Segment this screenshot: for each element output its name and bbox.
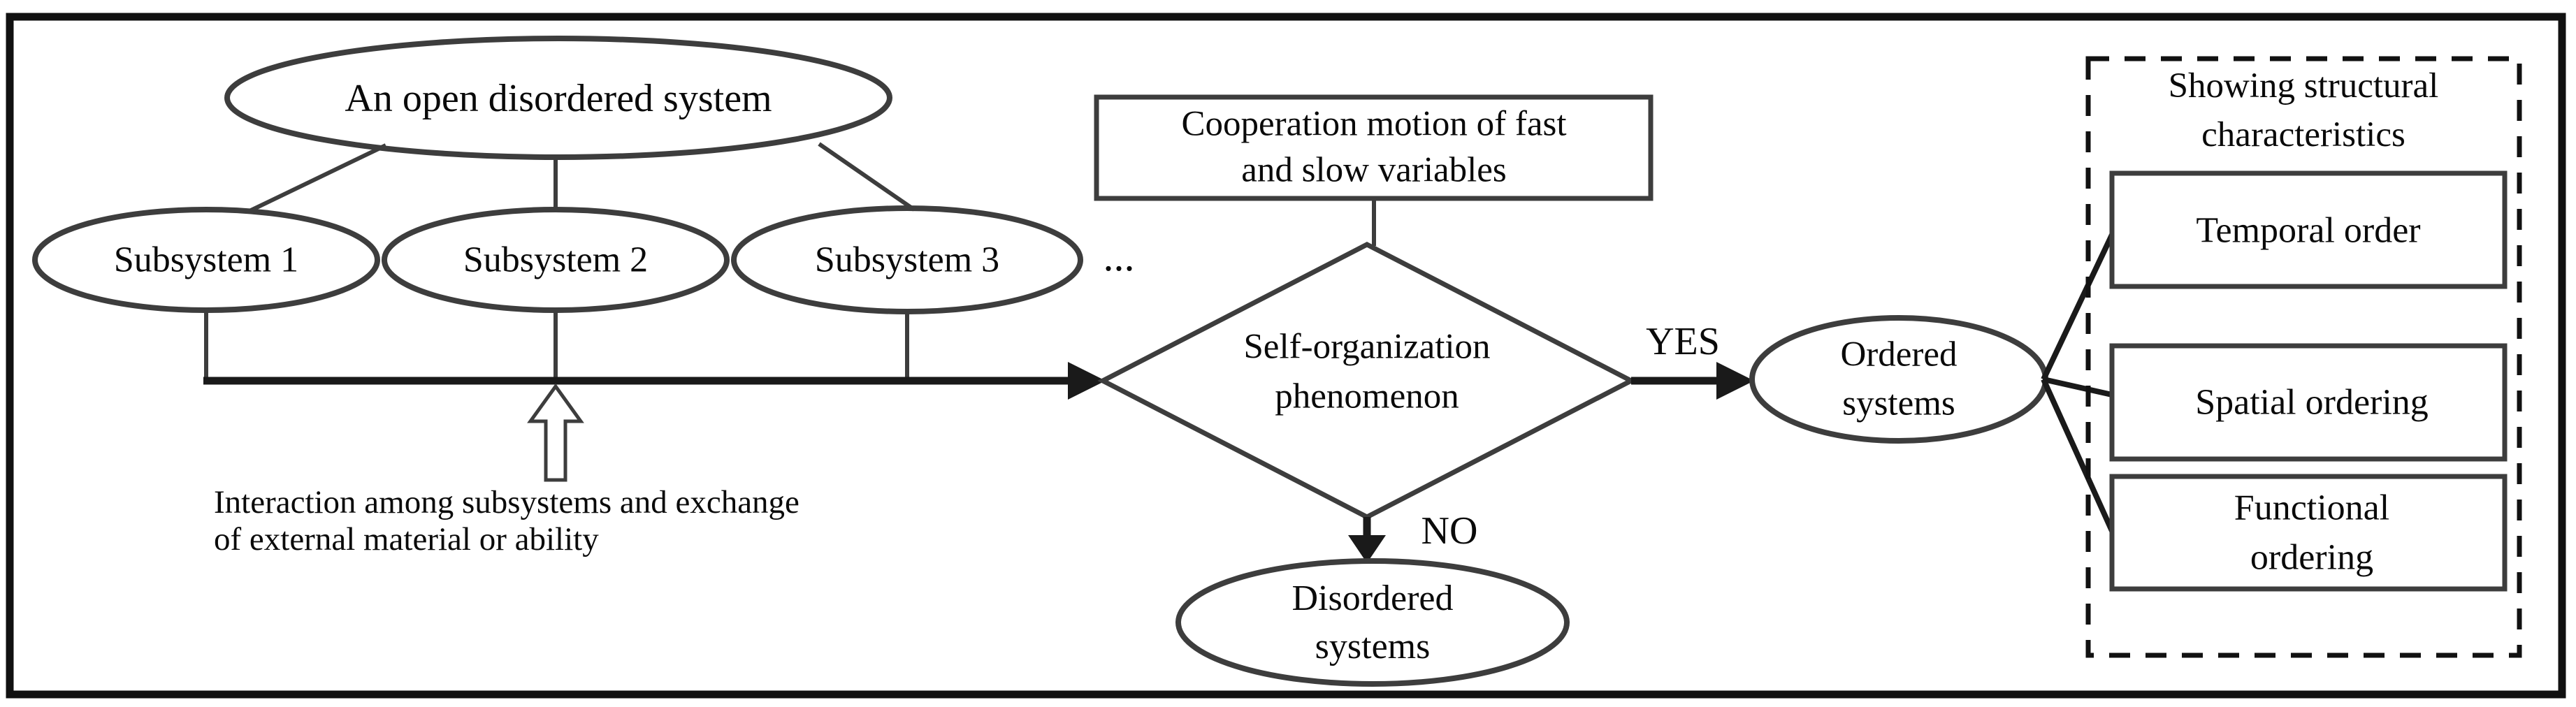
characteristics-title: Showing structural characteristics xyxy=(2168,66,2439,154)
no-arrowhead xyxy=(1348,535,1386,563)
interaction-caption: Interaction among subsystems and exchang… xyxy=(214,484,799,557)
spatial-ordering-label: Spatial ordering xyxy=(2195,382,2429,423)
yes-arrowhead xyxy=(1716,362,1754,400)
fan-line-temporal xyxy=(2041,233,2115,381)
interaction-up-arrow xyxy=(527,383,584,482)
characteristics-dashed-box xyxy=(2085,56,2522,658)
fan-line-spatial xyxy=(2043,377,2113,398)
subsystem-2-ellipse xyxy=(382,207,730,313)
subsystem-3-ellipse xyxy=(731,205,1083,314)
temporal-order-label: Temporal order xyxy=(2196,210,2421,251)
disordered-systems-ellipse xyxy=(1175,558,1570,687)
subsystem-3-label: Subsystem 3 xyxy=(814,240,1000,280)
open-system-label: An open disordered system xyxy=(345,76,772,120)
decision-label: Self-organization phenomenon xyxy=(1243,327,1491,416)
outer-frame xyxy=(6,13,2566,699)
temporal-order-box xyxy=(2109,170,2508,289)
spatial-ordering-box xyxy=(2109,343,2508,462)
tree-line-subsystem-1 xyxy=(248,143,387,213)
functional-ordering-box xyxy=(2109,474,2508,592)
disordered-systems-label: Disordered systems xyxy=(1291,578,1454,666)
cooperation-label: Cooperation motion of fast and slow vari… xyxy=(1181,104,1567,190)
subsystem-1-ellipse xyxy=(32,207,380,313)
ordered-systems-label: Ordered systems xyxy=(1840,335,1958,423)
yes-label: YES xyxy=(1646,319,1720,363)
no-label: NO xyxy=(1421,509,1478,553)
subsystem-1-label: Subsystem 1 xyxy=(113,240,299,280)
functional-ordering-label: Functional ordering xyxy=(2234,488,2390,577)
subsystem-2-label: Subsystem 2 xyxy=(463,240,649,280)
more-subsystems-ellipsis: ... xyxy=(1103,233,1135,280)
open-system-ellipse xyxy=(224,36,892,160)
tree-line-subsystem-3 xyxy=(818,142,916,212)
flow-arrowhead xyxy=(1068,362,1106,400)
fan-line-functional xyxy=(2041,378,2115,532)
